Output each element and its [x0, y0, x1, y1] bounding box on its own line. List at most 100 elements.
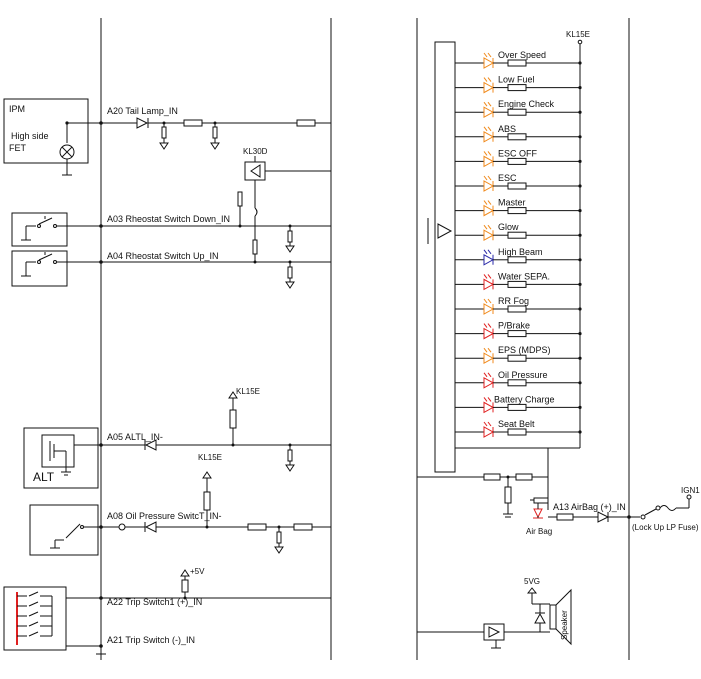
- resistor-icon: [556, 513, 574, 521]
- indicator-row: P/Brake: [455, 321, 582, 340]
- resistor-icon: [507, 133, 527, 141]
- indicator-label: EPS (MDPS): [498, 345, 551, 355]
- resistor-icon: [507, 231, 527, 239]
- left-panel: IPM High side FET: [3, 18, 332, 660]
- ground-icon: [285, 281, 295, 289]
- indicator-label: Glow: [498, 222, 519, 232]
- a08-line: A08 Oil Pressure SwitcT_IN- KL15E: [29, 453, 331, 556]
- led-icon: [483, 303, 495, 315]
- resistor-icon: [296, 119, 316, 127]
- resistor-icon: [507, 379, 527, 387]
- indicator-label: ESC OFF: [498, 148, 538, 158]
- resistor-icon: [507, 305, 527, 313]
- ign1-label: IGN1: [681, 486, 700, 495]
- speaker-icon: [555, 588, 572, 646]
- ipm-line2: FET: [9, 143, 27, 153]
- resistor-icon: [203, 491, 211, 511]
- driver-ic-box: [434, 41, 456, 473]
- airbag-circuit: Air Bag IGN1 (Lock Up LP Fuse) A13 AirBa…: [417, 455, 700, 536]
- resistor-icon: [229, 409, 237, 429]
- switch-icon: [28, 611, 39, 617]
- resistor-icon: [181, 579, 189, 593]
- resistor-icon: [183, 119, 203, 127]
- ground-icon: [285, 245, 295, 253]
- switch-icon: [28, 621, 39, 627]
- a04-line: A04 Rheostat Switch Up_IN: [11, 250, 331, 289]
- a21-label: A21 Trip Switch (-)_IN: [107, 635, 195, 645]
- indicator-row: ESC: [455, 173, 582, 192]
- speaker-label: Speaker: [560, 610, 569, 640]
- led-icon: [483, 130, 495, 143]
- airbag-label: Air Bag: [526, 527, 552, 536]
- resistor-icon: [247, 523, 267, 531]
- indicator-row: ESC OFF: [455, 148, 582, 168]
- resistor-icon: [515, 473, 533, 481]
- trip-switch-block: A22 Trip Switch1 (+)_IN +5V A21 Trip Swi…: [3, 567, 331, 655]
- trip-switch-box: [3, 586, 67, 651]
- ground-icon: [210, 142, 220, 150]
- resistor-icon: [507, 84, 527, 92]
- resistor-icon: [507, 403, 527, 411]
- led-icon: [483, 81, 495, 94]
- indicator-label: ESC: [498, 173, 517, 183]
- resistor-icon: [507, 428, 527, 436]
- led-icon: [483, 106, 495, 119]
- amplifier-icon: [437, 223, 453, 239]
- resistor-icon: [507, 280, 527, 288]
- indicator-label: Over Speed: [498, 50, 546, 60]
- led-icon: [483, 253, 495, 266]
- indicator-label: Water SEPA.: [498, 271, 550, 281]
- kl15e-label-a: KL15E: [236, 387, 260, 396]
- resistor-icon: [293, 523, 313, 531]
- a03-label: A03 Rheostat Switch Down_IN: [107, 214, 230, 224]
- led-icon: [483, 155, 495, 168]
- ipm-line1: High side: [11, 131, 49, 141]
- indicator-row: Water SEPA.: [455, 271, 582, 291]
- indicator-label: P/Brake: [498, 321, 530, 331]
- switch-box: [11, 212, 68, 247]
- indicator-row: EPS (MDPS): [455, 345, 582, 365]
- amplifier-icon: [488, 626, 501, 638]
- indicator-label: Engine Check: [498, 99, 555, 109]
- switch-icon: [644, 508, 657, 516]
- indicator-row: Engine Check: [455, 99, 582, 119]
- indicator-row: RR Fog: [455, 296, 582, 315]
- a04-label: A04 Rheostat Switch Up_IN: [107, 251, 219, 261]
- indicator-label: Master: [498, 198, 526, 208]
- switch-icon: [65, 523, 81, 539]
- led-icon: [483, 229, 495, 242]
- resistor-icon: [507, 157, 527, 165]
- led-icon: [483, 426, 495, 438]
- led-icon: [483, 352, 495, 365]
- indicator-row: Seat Belt: [455, 419, 582, 438]
- resistor-icon: [507, 182, 527, 190]
- a05-line: ALT A05 ALTL_IN- KL15E: [23, 387, 331, 489]
- diode-icon: [597, 511, 610, 523]
- ground-icon: [274, 546, 284, 554]
- plus5v-label: +5V: [190, 567, 205, 576]
- ipm-block: IPM High side FET: [3, 98, 89, 176]
- resistor-icon: [483, 473, 501, 481]
- resistor-icon: [507, 207, 527, 215]
- indicator-row: Low Fuel: [455, 75, 582, 94]
- kl30d-driver: KL30D: [237, 147, 331, 264]
- indicator-row: Battery Charge: [455, 394, 582, 414]
- indicator-row: Glow: [455, 222, 582, 242]
- switch-box: [11, 250, 68, 287]
- switch-icon: [28, 601, 39, 607]
- indicator-label: Seat Belt: [498, 419, 535, 429]
- kl15e-label: KL15E: [566, 30, 590, 39]
- resistor-icon: [507, 354, 527, 362]
- led-icon: [483, 376, 495, 389]
- airbag-led-icon: [533, 508, 543, 519]
- a03-line: A03 Rheostat Switch Down_IN: [11, 212, 331, 253]
- kl30d-label: KL30D: [243, 147, 268, 156]
- led-icon: [483, 327, 495, 340]
- switch-icon: [28, 631, 39, 637]
- indicator-label: ABS: [498, 124, 516, 134]
- indicator-label: Battery Charge: [494, 394, 555, 404]
- switch-icon: [38, 217, 53, 225]
